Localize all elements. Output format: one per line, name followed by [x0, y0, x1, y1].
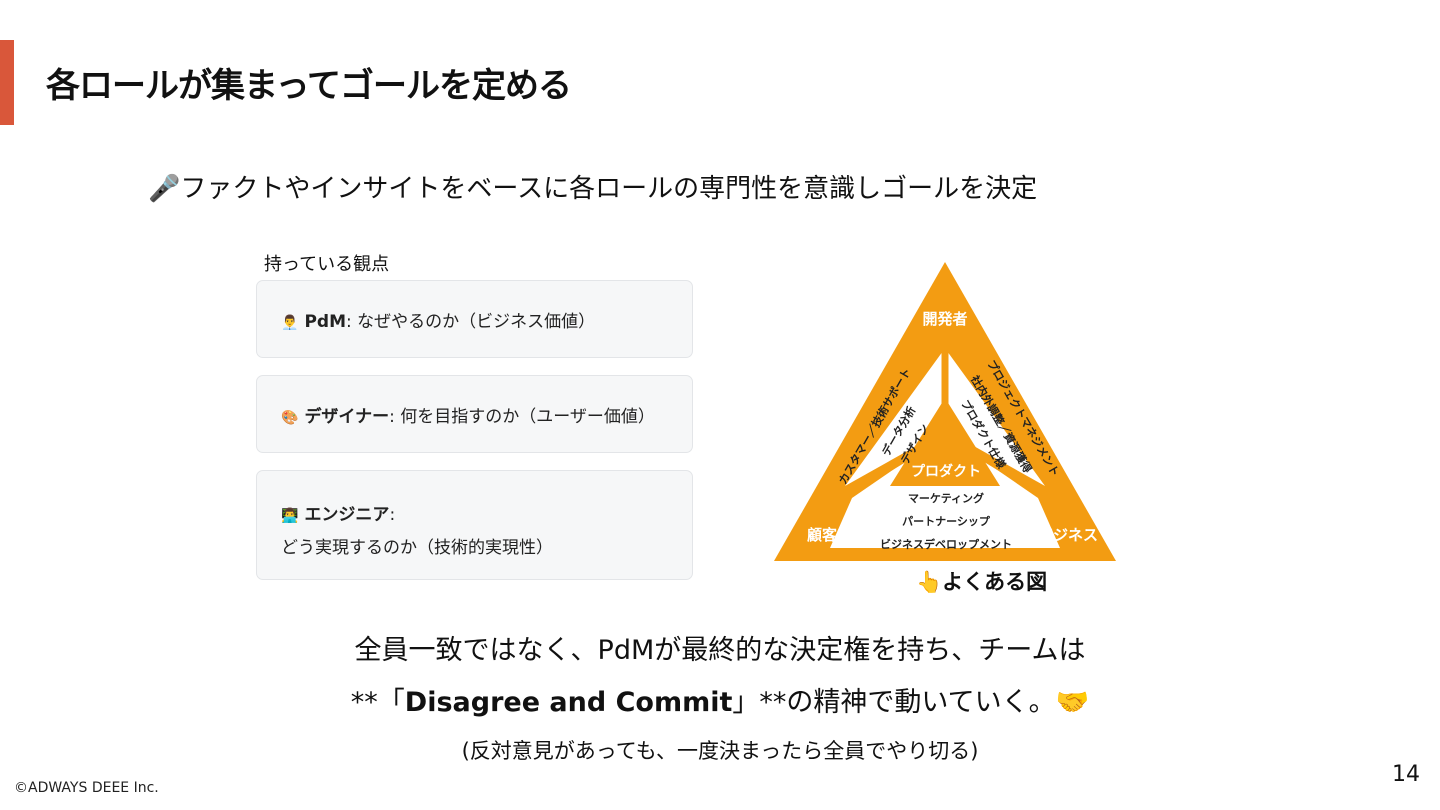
product-triangle-diagram: 開発者 顧客 ビジネス プロダクト カスタマー／技術サポート データ分析 デザイ… [774, 262, 1116, 561]
diagram-caption: 👆よくある図 [916, 570, 1048, 594]
pointing-up-icon: 👆 [916, 570, 943, 594]
bottom-band-item: マーケティング [908, 491, 984, 505]
decision-message-line1: 全員一致ではなく、PdMが最終的な決定権を持ち、チームは [354, 635, 1086, 666]
product-label: プロダクト [911, 463, 981, 480]
role-perspective: 何を目指すのか（ユーザー価値） [394, 406, 655, 427]
role-name: デザイナー [304, 406, 390, 427]
page-number: 14 [1392, 762, 1420, 787]
businessman-icon: 👨‍💼 [281, 314, 299, 331]
microphone-icon: 🎤 [148, 174, 181, 204]
disagree-and-commit: Disagree and Commit [404, 687, 733, 718]
copyright: ©ADWAYS DEEE Inc. [14, 780, 159, 796]
role-name: PdM [304, 311, 346, 332]
business-label: ビジネス [1038, 526, 1098, 544]
bottom-band-item: パートナーシップ [902, 514, 991, 528]
role-name: エンジニア [304, 505, 390, 525]
decision-message-line2: **「Disagree and Commit」**の精神で動いていく。🤝 [350, 687, 1090, 718]
decision-message-note: (反対意見があっても、一度決まったら全員でやり切る) [461, 739, 979, 763]
perspective-card-designer: 🎨デザイナー: 何を目指すのか（ユーザー価値） [256, 375, 693, 453]
palette-icon: 🎨 [281, 409, 299, 426]
role-perspective: なぜやるのか（ビジネス価値） [351, 311, 596, 332]
perspectives-label: 持っている観点 [264, 254, 390, 275]
handshake-icon: 🤝 [1055, 687, 1090, 718]
subtitle-text: ファクトやインサイトをベースに各ロールの専門性を意識しゴールを決定 [180, 174, 1038, 204]
product-core [890, 398, 1000, 486]
left-band-zone [845, 351, 943, 486]
slide-subtitle: 🎤ファクトやインサイトをベースに各ロールの専門性を意識しゴールを決定 [148, 168, 1037, 205]
right-band-zone [947, 351, 1045, 486]
slide-title: 各ロールが集まってゴールを定める [46, 66, 572, 106]
title-accent-bar [0, 40, 14, 125]
bottom-band-zone [830, 434, 1060, 548]
bottom-band-item: ビジネスデベロップメント [880, 537, 1012, 551]
technologist-icon: 👨‍💻 [281, 508, 299, 524]
perspective-card-engineer: 👨‍💻エンジニア: どう実現するのか（技術的実現性） [256, 470, 693, 580]
role-perspective: どう実現するのか（技術的実現性） [281, 538, 553, 558]
developer-label: 開発者 [922, 310, 967, 328]
perspective-card-pdm: 👨‍💼PdM: なぜやるのか（ビジネス価値） [256, 280, 693, 358]
customer-label: 顧客 [807, 526, 838, 544]
